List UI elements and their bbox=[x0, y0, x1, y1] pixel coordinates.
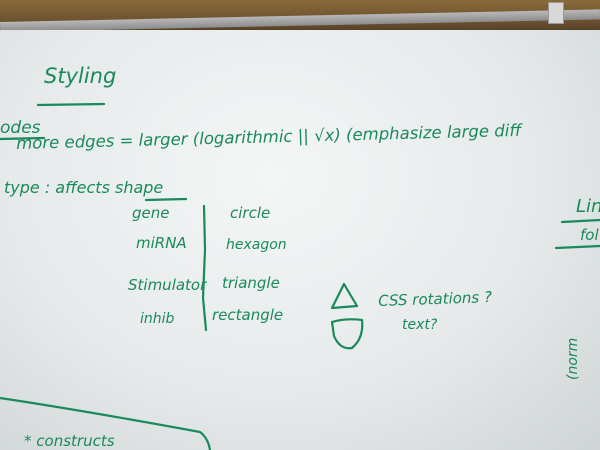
shape-name-gene: gene bbox=[132, 204, 170, 222]
frame-clip bbox=[548, 2, 564, 24]
whiteboard bbox=[0, 30, 600, 450]
bottom-left-note: * constructs bbox=[24, 432, 115, 450]
shape-name-inhib: inhib bbox=[140, 311, 175, 327]
rotated-shape-sketch bbox=[330, 318, 364, 350]
bottom-left-arc bbox=[0, 396, 212, 450]
nodes-label: odes bbox=[0, 118, 41, 138]
right-edge-heading: Lin bbox=[576, 196, 600, 217]
triangle-sketch bbox=[330, 282, 359, 310]
shape-value-circle: circle bbox=[230, 204, 271, 222]
right-edge-subheading: fol bbox=[580, 226, 599, 244]
shape-name-stimulator: Stimulator bbox=[128, 276, 207, 294]
text-question: text? bbox=[402, 317, 438, 333]
shape-table-divider bbox=[201, 204, 208, 332]
type-label: type : affects shape bbox=[4, 178, 164, 197]
right-edge-underline bbox=[554, 244, 600, 250]
title-styling: Styling bbox=[44, 64, 117, 88]
shape-value-triangle: triangle bbox=[222, 274, 280, 292]
shape-name-mirna: miRNA bbox=[136, 234, 187, 252]
shape-value-hexagon: hexagon bbox=[226, 237, 287, 253]
right-edge-rule bbox=[560, 218, 600, 224]
shape-underline bbox=[144, 197, 188, 202]
title-underline bbox=[36, 102, 106, 107]
nodes-underline bbox=[0, 136, 46, 141]
shape-value-rectangle: rectangle bbox=[212, 306, 284, 324]
